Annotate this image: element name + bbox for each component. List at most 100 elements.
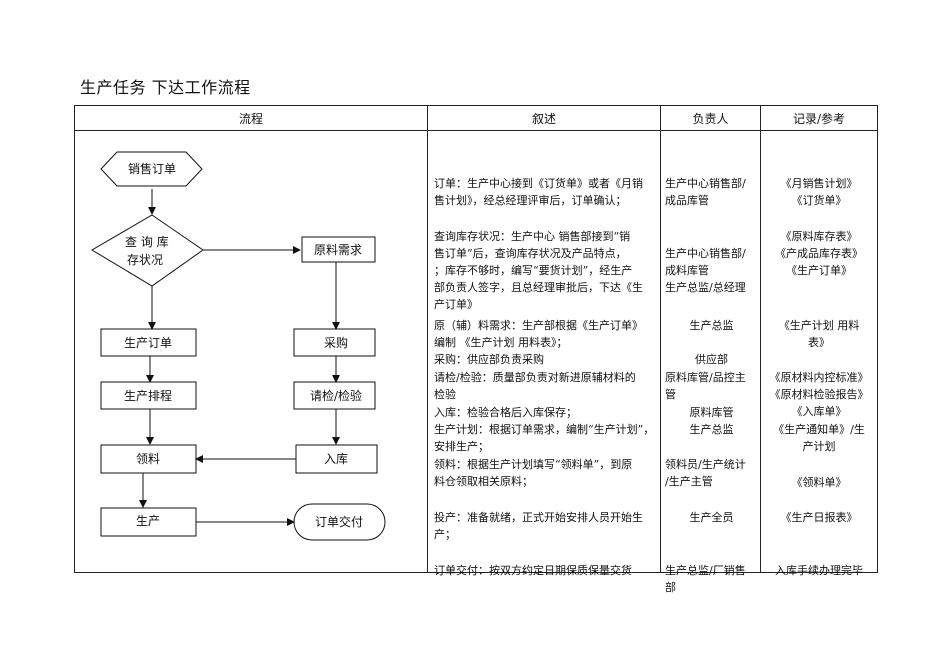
reference-cell: 《月销售计划》《订货单》《原料库存表》《产成品库存表》《生产订单》《生产计划 用… (760, 130, 878, 577)
desc-entry: 查询库存状况：生产中心 销售部接到“销售订单”后，查询库存状况及产品特点， ；库存… (434, 228, 656, 313)
desc-line: 产； (434, 528, 456, 541)
desc-line: 产订单》 (434, 298, 478, 311)
ref-entry: 《生产通知单》/生产计划 (763, 421, 875, 455)
ref-line: 《订货单》 (791, 194, 847, 207)
ref-entry: 《原料库存表》《产成品库存表》《生产订单》 (763, 228, 875, 279)
owner-entry: 生产全员 (665, 509, 758, 526)
desc-entry: 入库：检验合格后入库保存； (434, 404, 656, 421)
material-requirement-label: 原料需求 (314, 243, 362, 257)
check-inventory-node (91, 214, 204, 287)
owner-line: 部 (665, 581, 676, 594)
desc-line: 检验 (434, 388, 456, 401)
order-delivery-node (293, 503, 386, 541)
production-schedule-node (100, 381, 197, 410)
flowchart-cell: 销售订单 查 询 库 存状况 原料需求 生产订单 采购 生产排程 请检/检验 领… (74, 130, 428, 573)
header-flow: 流程 (74, 105, 428, 131)
header-owner: 负责人 (660, 105, 761, 131)
owner-entry: 领料员/生产统计/生产主管 (665, 456, 758, 490)
ref-line: 《生产订单》 (786, 264, 852, 277)
ref-line: 《原材料检验报告》 (769, 388, 869, 401)
header-description: 叙述 (427, 105, 661, 131)
ref-entry: 《生产计划 用料表》 (763, 317, 875, 351)
header-reference: 记录/参考 (760, 105, 878, 131)
desc-line: 料仓领取相关原料； (434, 475, 533, 488)
desc-entry: 领料：根据生产计划填写“领料单”，到原料仓领取相关原料； (434, 456, 656, 490)
owner-line: 成品库管 (665, 194, 709, 207)
desc-line: 生产计划：根据订单需求，编制“生产计划”， (434, 423, 655, 436)
inspection-label: 请检/检验 (310, 388, 362, 403)
desc-line: 订单交付：按双方约定日期保质保量交货 (434, 564, 632, 577)
owner-line: 成料库管 (665, 264, 709, 277)
ref-entry: 《生产日报表》 (763, 509, 875, 526)
owner-entry: 原料库管 (665, 404, 758, 421)
desc-line: 原（辅）料需求：生产部根据《生产订单》 (434, 319, 643, 332)
ref-line: 产计划 (802, 440, 836, 453)
owner-line: 管 (665, 388, 676, 401)
owner-line: 生产中心销售部/ (665, 247, 746, 260)
body-row: 销售订单 查 询 库 存状况 原料需求 生产订单 采购 生产排程 请检/检验 领… (74, 130, 878, 594)
order-delivery-label: 订单交付 (315, 514, 363, 529)
purchase-node (293, 328, 376, 357)
owner-line: 供应部 (695, 353, 728, 366)
desc-entry: 采购：供应部负责采购 (434, 351, 656, 368)
desc-entry: 请检/检验：质量部负责对新进原辅材料的检验 (434, 369, 656, 403)
ref-line: 《生产日报表》 (780, 511, 858, 524)
inbound-node (295, 444, 378, 474)
desc-line: 售订单”后，查询库存状况及产品特点， (434, 247, 627, 260)
production-order-node (100, 328, 197, 357)
page-title: 生产任务 下达工作流程 (80, 78, 251, 97)
desc-entry: 订单：生产中心接到《订货单》或者《月销售计划》，经总经理评审后，订单确认； (434, 175, 656, 209)
workflow-table: 流程 叙述 负责人 记录/参考 (74, 105, 878, 594)
desc-line: 采购：供应部负责采购 (434, 353, 544, 366)
owner-line: /生产主管 (665, 475, 713, 488)
ref-entry: 入库手续办理完毕 (763, 562, 875, 579)
ref-line: 《生产计划 用料 (778, 319, 860, 332)
check-inventory-label-2: 存状况 (127, 253, 163, 267)
desc-entry: 订单交付：按双方约定日期保质保量交货 (434, 562, 656, 579)
desc-line: 请检/检验：质量部负责对新进原辅材料的 (434, 371, 636, 384)
material-requirement-node (301, 236, 376, 263)
desc-entry: 原（辅）料需求：生产部根据《生产订单》编制 《生产计划 用料表》； (434, 317, 656, 351)
desc-entry: 生产计划：根据订单需求，编制“生产计划”，安排生产； (434, 421, 656, 455)
owner-entry: 生产总监 (665, 317, 758, 334)
desc-line: 部负责人签字，且总经理审批后，下达《生 (434, 281, 643, 294)
ref-entry: 《月销售计划》《订货单》 (763, 175, 875, 209)
ref-line: 《原材料内控标准》 (769, 371, 869, 384)
owner-line: 生产总监/总经理 (665, 281, 746, 294)
owner-entry: 生产总监 (665, 421, 758, 438)
ref-entry: 《领料单》 (763, 474, 875, 491)
owner-entry: 生产中心销售部/成品库管 (665, 175, 758, 209)
owner-cell: 生产中心销售部/成品库管生产中心销售部/成料库管生产总监/总经理生产总监供应部原… (660, 130, 761, 594)
production-order-label: 生产订单 (124, 336, 172, 350)
desc-line: 入库：检验合格后入库保存； (434, 406, 577, 419)
ref-line: 表》 (808, 336, 830, 349)
desc-line: 售计划》，经总经理评审后，订单确认； (434, 194, 627, 207)
ref-line: 《原料库存表》 (780, 230, 858, 243)
desc-entry: 投产：准备就绪，正式开始安排人员开始生产； (434, 509, 656, 543)
ref-line: 入库手续办理完毕 (775, 564, 863, 577)
desc-line: 订单：生产中心接到《订货单》或者《月销 (434, 177, 643, 190)
inspection-node (293, 381, 376, 410)
desc-line: 查询库存状况：生产中心 销售部接到“销 (434, 230, 631, 243)
header-row: 流程 叙述 负责人 记录/参考 (74, 105, 878, 131)
ref-line: 《领料单》 (791, 476, 847, 489)
owner-line: 原料库管/品控主 (665, 371, 746, 384)
purchase-label: 采购 (324, 335, 348, 350)
flowchart: 销售订单 查 询 库 存状况 原料需求 生产订单 采购 生产排程 请检/检验 领… (91, 151, 386, 541)
owner-line: 生产中心销售部/ (665, 177, 746, 190)
material-picking-node (100, 444, 197, 474)
ref-line: 《产成品库存表》 (775, 247, 863, 260)
sales-order-label: 销售订单 (128, 161, 176, 176)
production-schedule-label: 生产排程 (124, 388, 172, 403)
desc-line: 编制 《生产计划 用料表》； (434, 336, 568, 349)
ref-line: 《生产通知单》/生 (773, 423, 865, 436)
owner-entry: 生产中心销售部/成料库管生产总监/总经理 (665, 245, 758, 296)
ref-line: 《入库单》 (791, 405, 847, 418)
owner-line: 原料库管 (689, 406, 734, 419)
production-label: 生产 (136, 514, 160, 528)
desc-line: ；库存不够时，编写“要货计划”，经生产 (434, 264, 633, 277)
owner-line: 生产总监 (689, 319, 734, 332)
inbound-label: 入库 (324, 451, 348, 466)
owner-entry: 供应部 (665, 351, 758, 368)
owner-line: 生产全员 (689, 511, 734, 524)
